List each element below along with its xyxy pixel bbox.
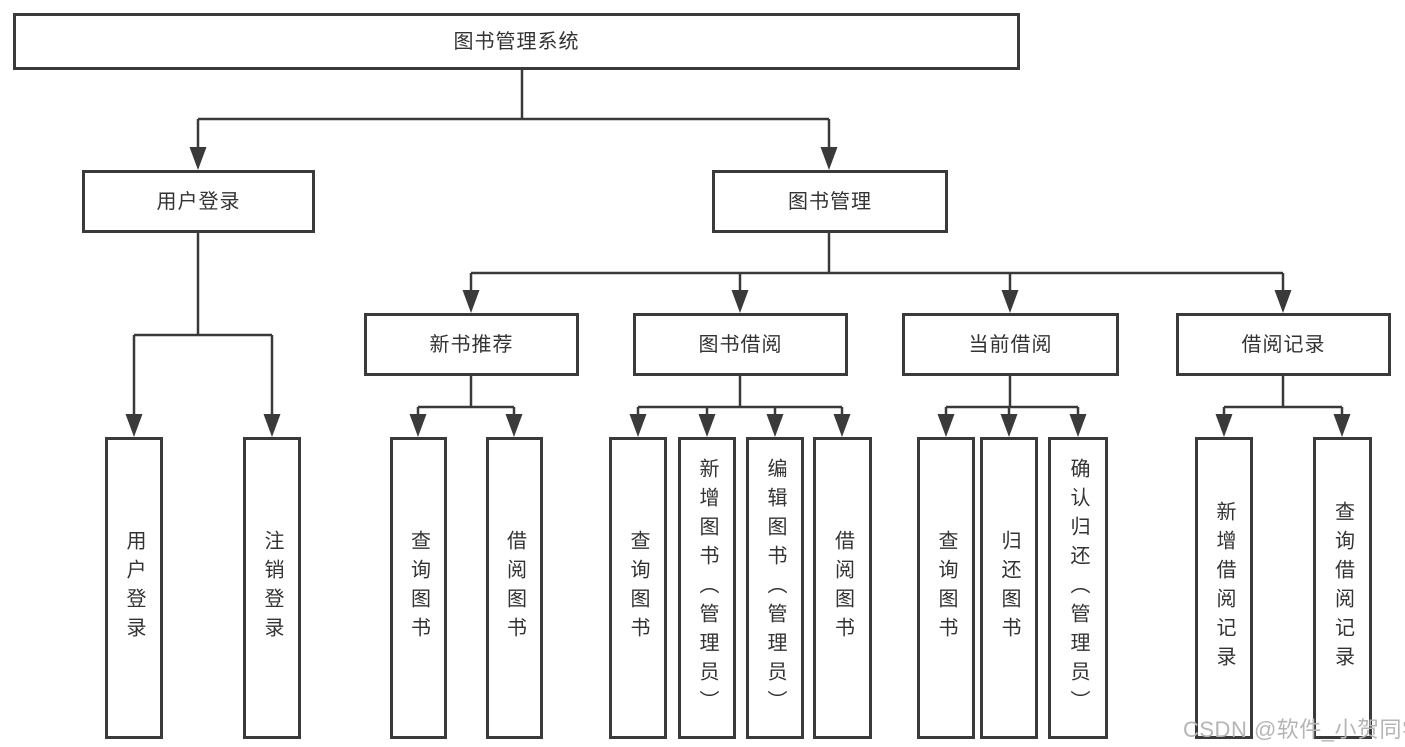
leaf-add-book-admin: 新增图书（管理员） [678, 437, 736, 739]
node-new-book-recommend: 新书推荐 [364, 313, 579, 376]
leaf-edit-book-admin: 编辑图书（管理员） [746, 437, 804, 739]
connector-book-borrowing-children [629, 376, 851, 437]
leaf-borrow-books: 借阅图书 [813, 437, 872, 739]
leaf-return-books: 归还图书 [980, 437, 1038, 739]
leaf-add-borrow-record: 新增借阅记录 [1195, 437, 1253, 739]
node-book-management-system: 图书管理系统 [13, 13, 1020, 70]
leaf-user-login: 用户登录 [105, 437, 163, 739]
connector-current-borrowing-children [937, 376, 1087, 437]
connector-new-book-recommend-children [409, 376, 523, 437]
connector-root-to-level2 [189, 70, 838, 170]
connector-book-management-children [462, 233, 1292, 313]
node-current-borrowing: 当前借阅 [902, 313, 1119, 376]
leaf-borrow-books-recommend: 借阅图书 [486, 437, 543, 739]
watermark-text: CSDN @软件_小贺同学 [1183, 717, 1405, 742]
leaf-query-borrow-record: 查询借阅记录 [1313, 437, 1372, 739]
leaf-confirm-return-admin: 确认归还（管理员） [1048, 437, 1108, 739]
leaf-query-books-current: 查询图书 [917, 437, 975, 739]
leaf-query-books-borrowing: 查询图书 [609, 437, 667, 739]
node-borrowing-records: 借阅记录 [1176, 313, 1391, 376]
node-user-login: 用户登录 [82, 170, 315, 233]
connector-user-login-children [125, 233, 281, 437]
node-book-borrowing: 图书借阅 [633, 313, 848, 376]
leaf-logout: 注销登录 [243, 437, 301, 739]
connector-borrowing-records-children [1215, 376, 1351, 437]
node-book-management: 图书管理 [712, 170, 948, 233]
leaf-query-books-recommend: 查询图书 [390, 437, 447, 739]
